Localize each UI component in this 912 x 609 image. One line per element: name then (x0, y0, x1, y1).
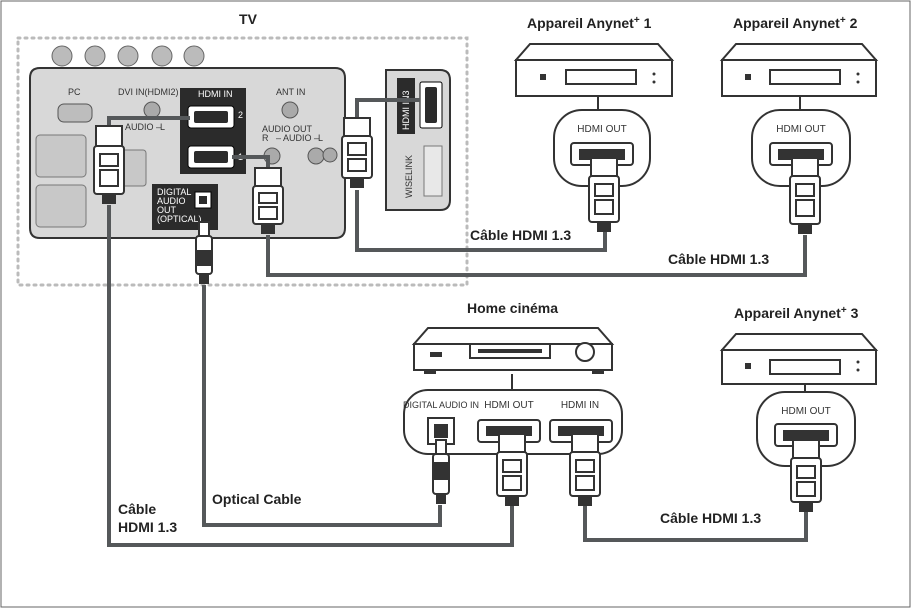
cable-label-dev3: Câble HDMI 1.3 (660, 510, 761, 526)
tv-rear-panel: PC DVI IN(HDMI2) – AUDIO – L HDMI IN 2 1… (29, 45, 346, 239)
audio-out-label: AUDIO OUT (262, 124, 313, 134)
cable-label-dev1: Câble HDMI 1.3 (470, 227, 571, 243)
cable-label-ht-line1: Câble (118, 501, 156, 517)
device1-title: Appareil Anynet+ 1 (527, 15, 652, 31)
cable-hdmi-dev1 (355, 190, 607, 252)
tv-label: TV (239, 11, 258, 27)
connector-ht-optical (432, 439, 450, 504)
tv-region (16, 36, 469, 287)
cable-hdmi-in-link (107, 116, 190, 128)
connector-ht-hdmi-in (569, 433, 601, 506)
pc-port (57, 103, 93, 123)
cable-label-dev2: Câble HDMI 1.3 (668, 251, 769, 267)
connector-tv-hdmi-3 (341, 117, 373, 188)
cable-hdmi-dev2 (266, 235, 807, 277)
connector-device2 (789, 157, 821, 234)
cable-optical (202, 285, 442, 527)
home-cinema-box (411, 327, 615, 374)
cable-label-ht-line2: HDMI 1.3 (118, 519, 177, 535)
usb-port (423, 145, 443, 197)
connector-tv-optical (195, 221, 213, 284)
cable-hdmi3-link (355, 98, 420, 118)
tv-side-panel: HDMI IN3 WISELINK (385, 69, 451, 211)
audio-out-r: R (262, 133, 269, 143)
device2-title: Appareil Anynet+ 2 (733, 15, 858, 31)
device3-port-bubble: HDMI OUT (756, 391, 856, 467)
optical-cable-label: Optical Cable (212, 491, 302, 507)
wiselink-label: WISELINK (404, 155, 414, 198)
ht-digital-in-label: DIGITAL AUDIO IN (403, 400, 479, 410)
device1-box (513, 43, 675, 97)
connector-device1 (588, 157, 620, 232)
audio-out-mid: – AUDIO – (276, 133, 319, 143)
pc-port-label: PC (68, 87, 81, 97)
connector-tv-hdmi-2 (252, 167, 284, 234)
audio-out-l: L (318, 133, 323, 143)
device3-box (719, 333, 879, 385)
hdmi-in-label: HDMI IN (198, 89, 233, 99)
dvi-label: DVI IN(HDMI2) (118, 87, 179, 97)
connector-device3 (790, 439, 822, 512)
device2-hdmi-out-label: HDMI OUT (776, 124, 825, 135)
device1-hdmi-out-label: HDMI OUT (577, 124, 626, 135)
connector-ht-hdmi-out (496, 433, 528, 506)
device3-title: Appareil Anynet+ 3 (734, 305, 859, 321)
device3-hdmi-out-label: HDMI OUT (781, 406, 830, 417)
digital-label-2: AUDIO (157, 196, 186, 206)
audio-l-label: L (160, 122, 165, 132)
digital-label-4: (OPTICAL) (157, 214, 202, 224)
ant-in-label: ANT IN (276, 87, 305, 97)
cable-hdmi-ht (107, 205, 514, 547)
ht-hdmi-out-label: HDMI OUT (484, 400, 533, 411)
audio-label: – AUDIO – (118, 122, 161, 132)
hdmi-in-2-num: 2 (238, 110, 243, 120)
digital-label-1: DIGITAL (157, 187, 191, 197)
ht-hdmi-in-label: HDMI IN (561, 400, 599, 411)
digital-label-3: OUT (157, 205, 177, 215)
cable-hdmi2-link (232, 155, 270, 170)
cable-lines (107, 98, 808, 547)
cable-hdmi-dev3 (583, 505, 808, 542)
hdmi3-label: HDMI IN3 (401, 90, 411, 130)
device2-box (719, 43, 879, 97)
home-cinema-title: Home cinéma (467, 300, 558, 316)
connector-tv-hdmi-1 (93, 125, 125, 204)
